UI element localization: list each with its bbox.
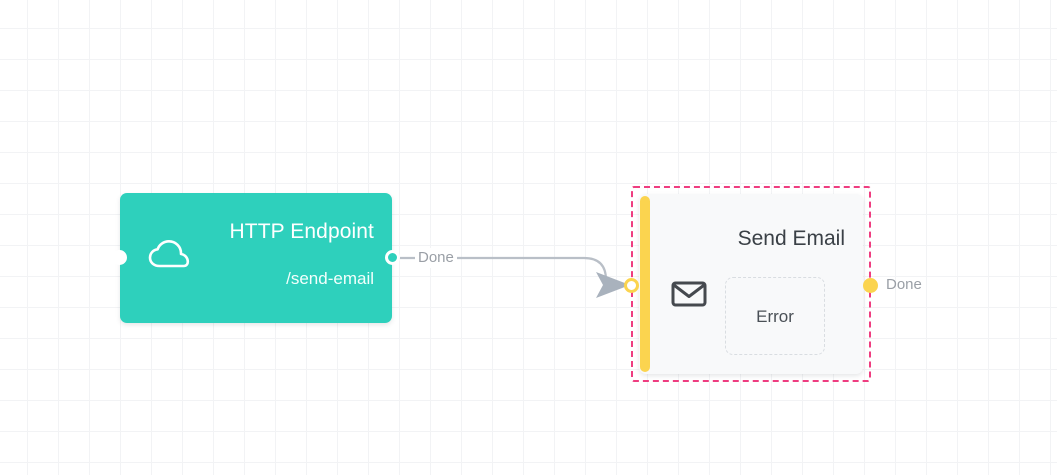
port-output-http-endpoint[interactable] bbox=[385, 250, 400, 265]
node-subtitle-http-endpoint: /send-email bbox=[286, 269, 374, 288]
node-title-http-endpoint: HTTP Endpoint bbox=[229, 220, 374, 243]
edge-label-done-source: Done bbox=[415, 248, 457, 268]
node-card-send-email[interactable]: Send Email Error bbox=[639, 194, 863, 374]
node-send-email[interactable]: Send Email Error bbox=[624, 186, 878, 382]
node-title-send-email: Send Email bbox=[737, 227, 845, 250]
slot-error[interactable]: Error bbox=[725, 277, 825, 355]
envelope-icon bbox=[671, 281, 707, 307]
slot-error-label: Error bbox=[756, 307, 794, 326]
node-accent-bar bbox=[640, 196, 650, 372]
cloud-icon bbox=[148, 240, 190, 268]
port-input-http-endpoint[interactable] bbox=[112, 250, 127, 265]
edge-label-done-target: Done bbox=[886, 276, 922, 293]
port-input-send-email[interactable] bbox=[624, 278, 639, 293]
node-http-endpoint[interactable]: HTTP Endpoint /send-email bbox=[112, 193, 400, 323]
port-output-send-email[interactable] bbox=[863, 278, 878, 293]
